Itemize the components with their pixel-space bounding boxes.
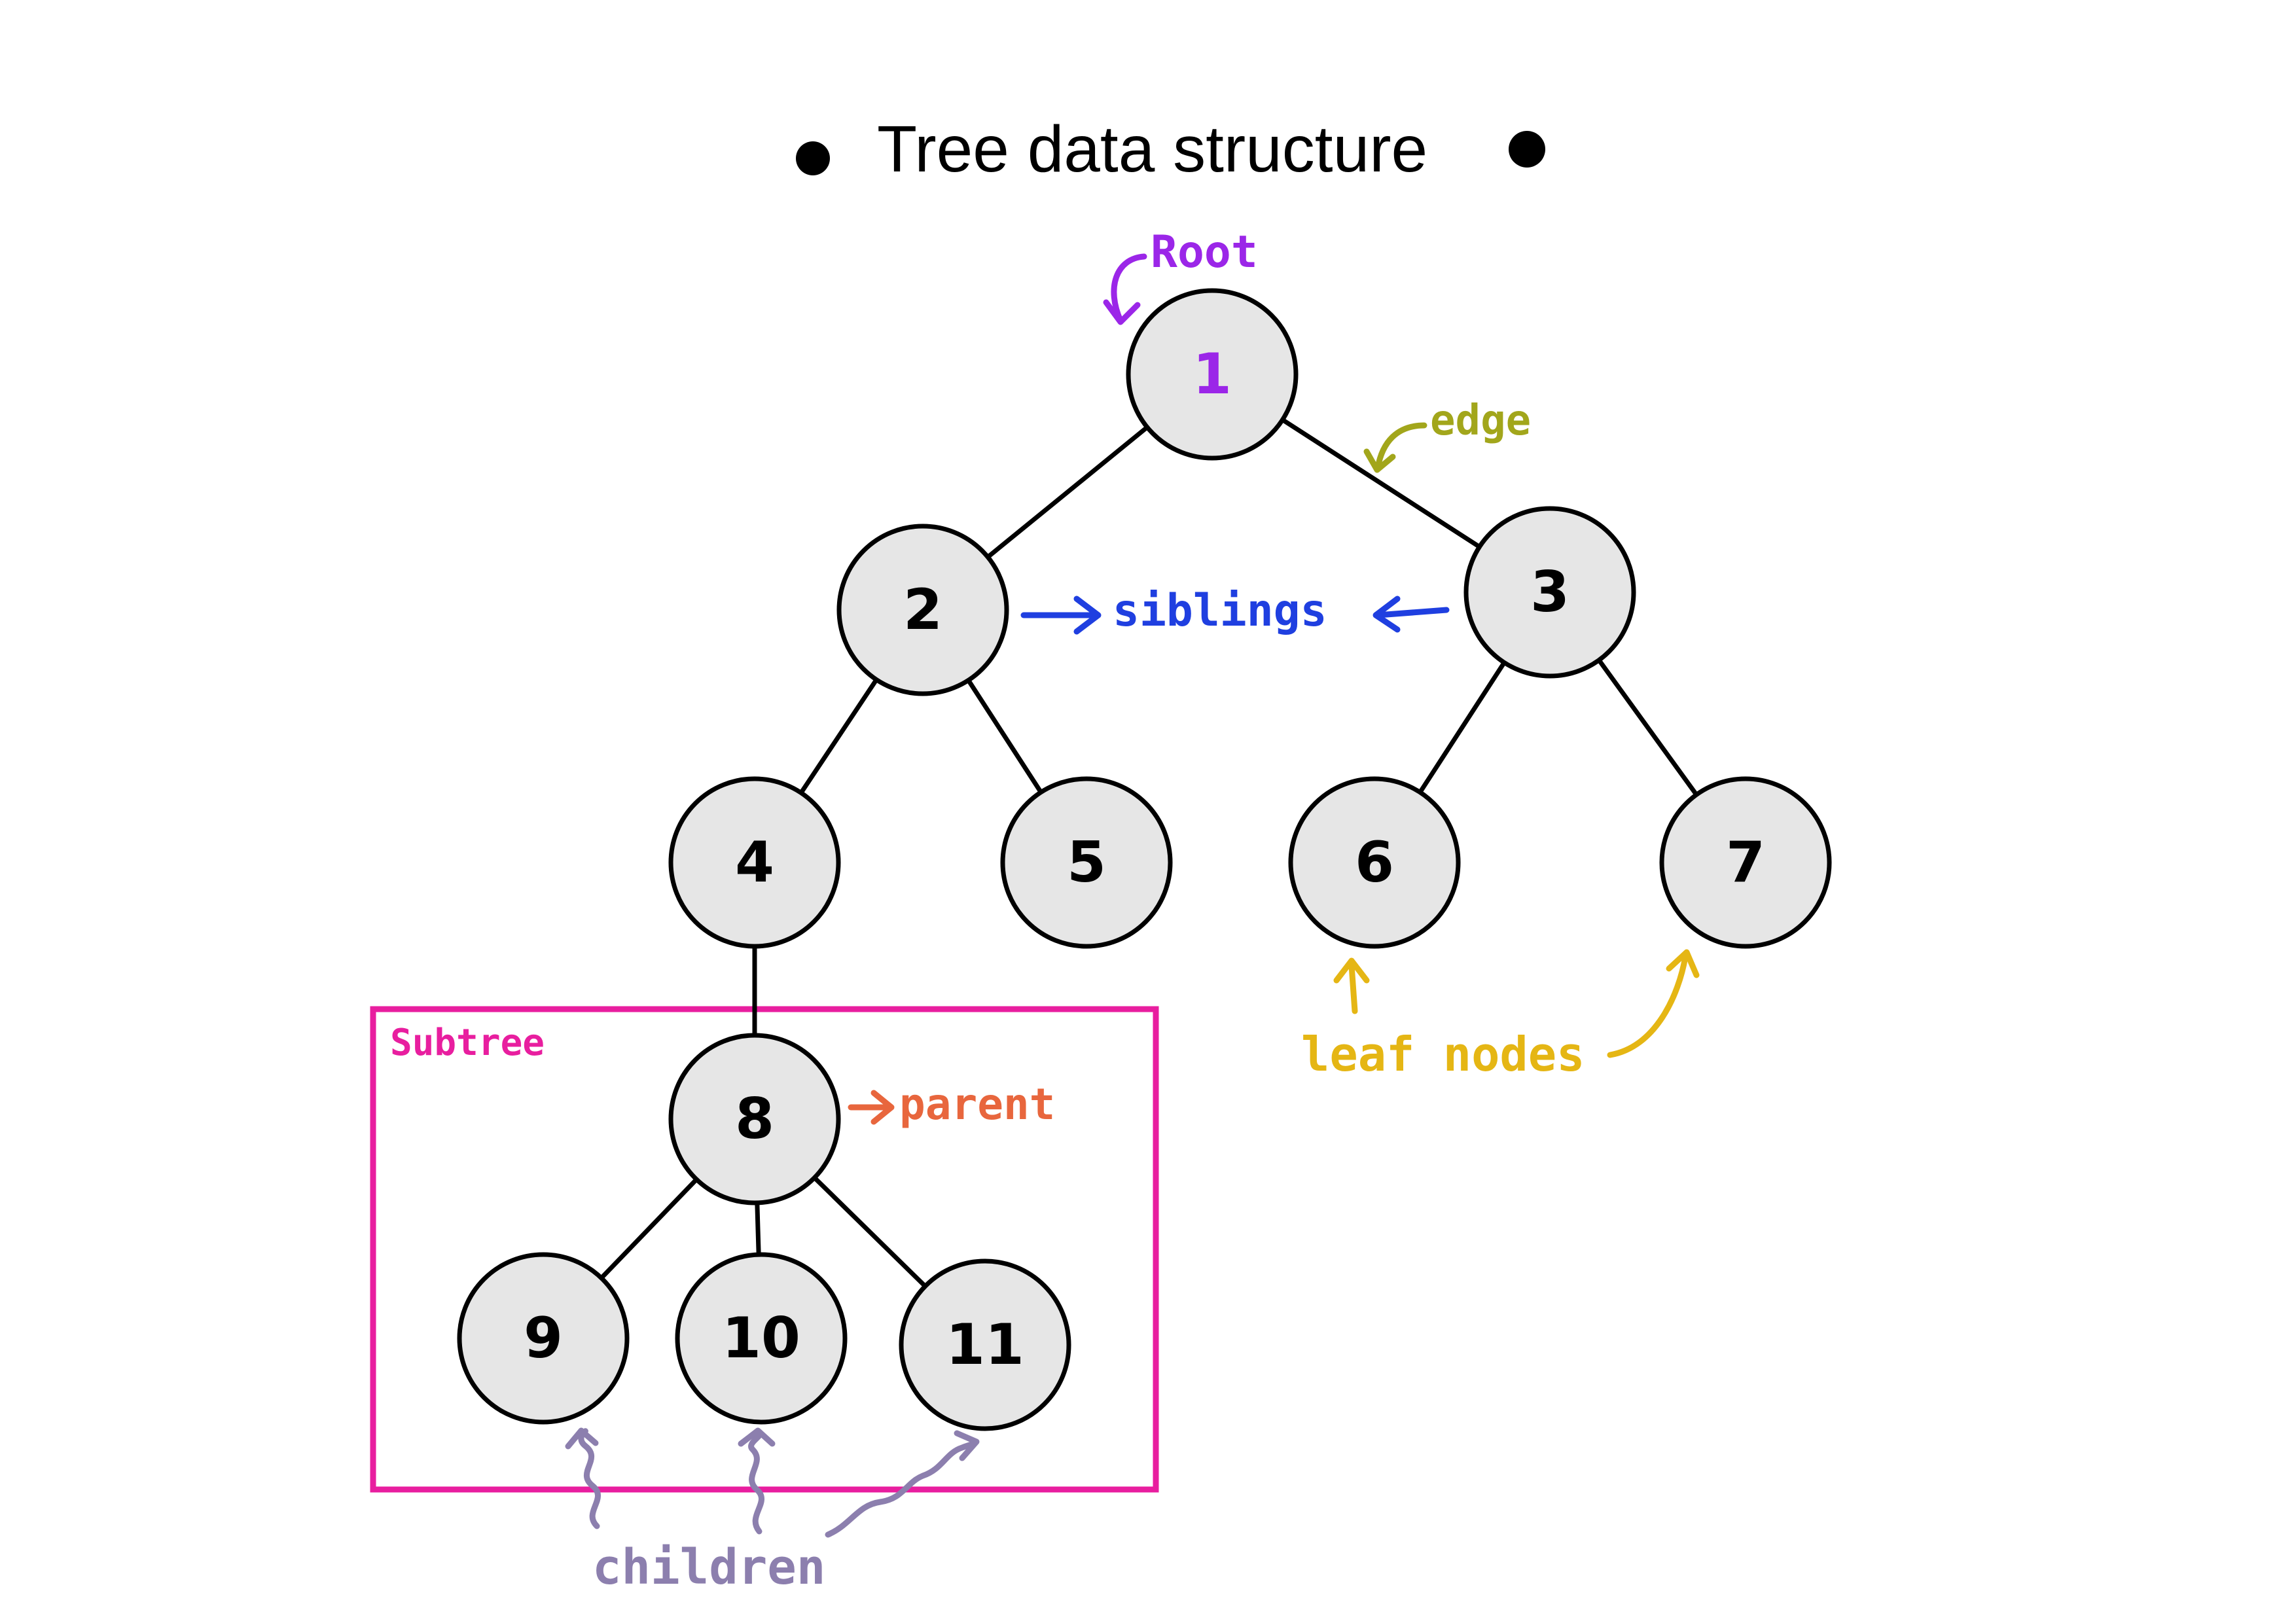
node-circle xyxy=(899,1258,1071,1431)
parent-label: parent xyxy=(899,1079,1055,1130)
edge-2-5 xyxy=(966,677,1043,795)
node-circle xyxy=(1000,776,1173,949)
node-6: 6 xyxy=(1288,776,1461,949)
node-label: 9 xyxy=(524,1306,563,1371)
edge-1-3 xyxy=(1280,417,1482,550)
node-circle xyxy=(457,1252,630,1425)
edges-layer xyxy=(599,417,1699,1289)
node-9: 9 xyxy=(457,1252,630,1425)
leaf-nodes-label: leaf nodes xyxy=(1301,1027,1585,1082)
edge-8-10 xyxy=(755,1200,761,1257)
root-arrow xyxy=(1111,253,1147,324)
children-arrow-3 xyxy=(825,1440,977,1538)
node-8: 8 xyxy=(668,1033,841,1205)
node-label: 10 xyxy=(722,1306,800,1371)
title-bullet-right xyxy=(1509,131,1545,168)
node-circle xyxy=(675,1252,848,1425)
node-7: 7 xyxy=(1659,776,1832,949)
node-circle xyxy=(836,524,1009,696)
children-arrow-2-head xyxy=(738,1427,776,1447)
node-4: 4 xyxy=(668,776,841,949)
edge-3-7 xyxy=(1596,658,1699,797)
edge-8-9 xyxy=(599,1177,699,1281)
subtree-label: Subtree xyxy=(390,1022,545,1064)
edge-8-11 xyxy=(812,1175,928,1289)
subtree-box xyxy=(370,1006,1159,1493)
children-arrow-2 xyxy=(748,1430,764,1535)
siblings-arrow-left-head xyxy=(1073,596,1102,635)
edge-arrow-head xyxy=(1363,448,1396,473)
nodes-layer: 1 2 3 4 5 6 7 8 9 10 11 xyxy=(457,288,1832,1431)
siblings-arrow-right xyxy=(1374,607,1450,618)
node-circle xyxy=(668,776,841,949)
node-circle xyxy=(1659,776,1832,949)
node-label: 4 xyxy=(735,830,774,895)
children-arrow-3-head xyxy=(954,1430,980,1461)
parent-arrow-head xyxy=(870,1090,895,1125)
leaf-arrow-right xyxy=(1607,954,1689,1058)
node-5: 5 xyxy=(1000,776,1173,949)
title-bullet-left xyxy=(796,141,830,175)
node-circle xyxy=(1288,776,1461,949)
node-3: 3 xyxy=(1463,506,1636,679)
node-label: 2 xyxy=(903,577,942,643)
edge-1-2 xyxy=(985,425,1150,560)
node-label: 7 xyxy=(1726,830,1765,895)
node-label: 11 xyxy=(946,1312,1024,1378)
node-label: 3 xyxy=(1530,560,1570,625)
leaf-arrow-left xyxy=(1348,962,1358,1014)
node-label: 5 xyxy=(1067,830,1106,895)
siblings-label: siblings xyxy=(1113,585,1327,637)
node-circle xyxy=(1463,506,1636,679)
node-label: 1 xyxy=(1193,342,1232,407)
leaf-arrow-right-head xyxy=(1666,949,1700,978)
node-10: 10 xyxy=(675,1252,848,1425)
node-11: 11 xyxy=(899,1258,1071,1431)
children-label: children xyxy=(592,1539,825,1596)
edge-2-4 xyxy=(798,677,879,795)
node-1: 1 xyxy=(1126,288,1299,461)
root-label: Root xyxy=(1151,226,1258,278)
children-arrow-1-head xyxy=(565,1427,599,1450)
leaf-arrow-left-head xyxy=(1333,957,1370,984)
node-label: 6 xyxy=(1355,830,1394,895)
edge-3-6 xyxy=(1418,660,1507,795)
node-2: 2 xyxy=(836,524,1009,696)
node-circle xyxy=(668,1033,841,1205)
edge-arrow xyxy=(1374,422,1427,471)
node-circle xyxy=(1126,288,1299,461)
diagram-title: Tree data structure xyxy=(877,113,1427,186)
edge-label: edge xyxy=(1430,397,1531,445)
siblings-arrow-right-head xyxy=(1372,596,1401,633)
root-arrow-head xyxy=(1103,299,1141,325)
node-label: 8 xyxy=(735,1086,774,1152)
